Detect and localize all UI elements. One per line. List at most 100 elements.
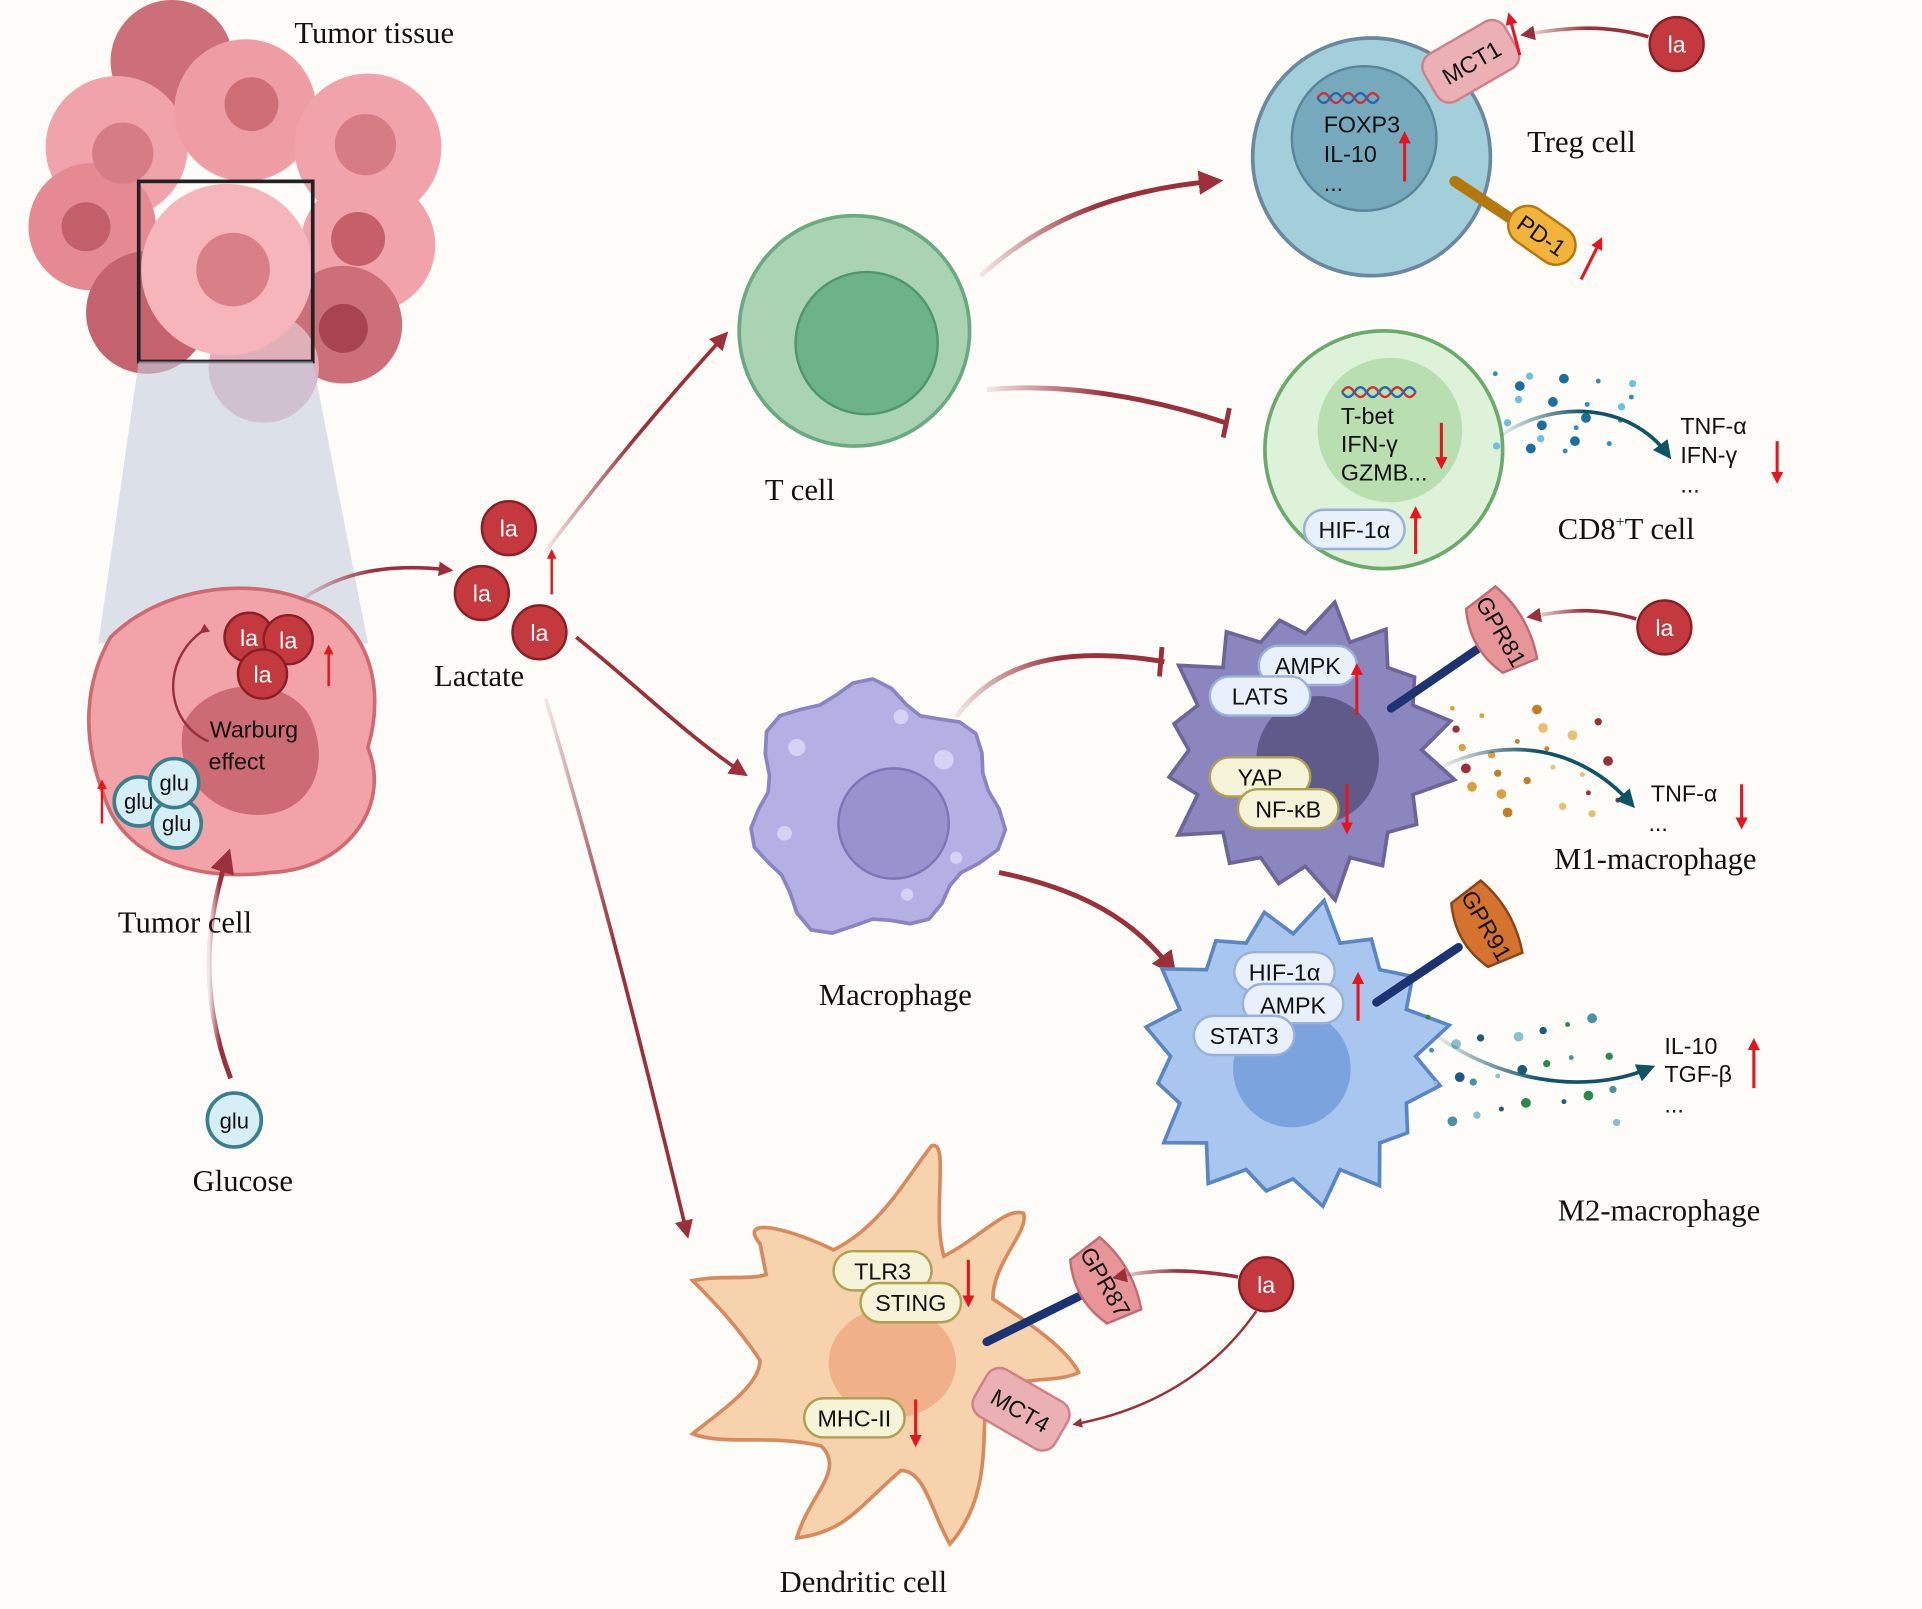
cytokine-tnfa: TNF-α <box>1680 413 1746 439</box>
cytokine-dot <box>1429 1047 1435 1053</box>
cytokine-dot <box>1579 772 1585 777</box>
cytokine-more: ... <box>1648 810 1667 836</box>
cytokine-dot <box>1628 379 1637 388</box>
zoom-projection <box>98 361 368 644</box>
cytokine-dot <box>1452 725 1460 733</box>
cytokine-dot <box>1594 718 1602 726</box>
glucose-molecule <box>205 1091 264 1149</box>
cytokine-dot <box>1514 738 1520 744</box>
tumor-tissue <box>28 0 442 644</box>
cytokine-dot <box>1562 448 1568 454</box>
lactate-molecule <box>1237 1256 1295 1313</box>
pill-nfkb <box>1236 787 1340 830</box>
cytokine-il10: IL-10 <box>1664 1033 1717 1059</box>
cytokine-dot <box>1473 1111 1481 1119</box>
cytokine-dot <box>1502 807 1513 818</box>
cytokine-dot <box>1425 1014 1431 1020</box>
cytokine-dot <box>1492 371 1498 377</box>
svg-text:YAP: YAP <box>1238 765 1283 791</box>
cytokine-dot <box>1513 1031 1524 1042</box>
m2-label: M2-macrophage <box>1558 1194 1760 1228</box>
cytokine-dot <box>1460 763 1471 774</box>
treg-label: Treg cell <box>1527 125 1636 159</box>
svg-text:HIF-1α: HIF-1α <box>1319 517 1391 543</box>
cytokine-dot <box>1561 1099 1567 1105</box>
cytokine-dot <box>1550 764 1556 770</box>
cytokine-dot <box>1584 401 1590 407</box>
cytokine-dot <box>1587 1013 1598 1024</box>
cytokine-dot <box>1494 769 1502 777</box>
svg-text:STING: STING <box>875 1290 946 1316</box>
gpr91-stalk <box>1372 942 1463 1007</box>
pill-sting <box>859 1281 963 1324</box>
cytokine-dot <box>1547 397 1558 407</box>
cytokine-dot <box>1454 1072 1465 1083</box>
m1-label: M1-macrophage <box>1554 842 1756 876</box>
cytokine-more: ... <box>1680 472 1699 498</box>
cytokine-dot <box>1605 1052 1613 1061</box>
svg-text:glu: glu <box>162 811 191 836</box>
svg-text:la: la <box>279 627 297 653</box>
secretion-arrow <box>1500 409 1672 460</box>
hif1a-pill <box>1302 508 1406 551</box>
pill-ampk <box>1241 982 1345 1025</box>
svg-text:la: la <box>1668 32 1686 58</box>
gene-gzmb: GZMB... <box>1341 459 1428 485</box>
cytokine-dot <box>1573 425 1579 431</box>
lactate-label: Lactate <box>434 659 524 693</box>
cytokine-tgfb: TGF-β <box>1664 1061 1732 1087</box>
inhibit-m1 <box>954 653 1165 719</box>
svg-text:HIF-1α: HIF-1α <box>1249 959 1321 985</box>
arrow-to-t-cell <box>544 331 729 553</box>
cytokine-dot <box>1492 442 1501 450</box>
tumor-tissue-label: Tumor tissue <box>294 16 454 50</box>
mct4-transporter: MCT4 <box>971 1366 1071 1452</box>
cytokine-dot <box>1609 1085 1617 1094</box>
inhibit-cd8 <box>986 385 1227 426</box>
secretion-arrow <box>1443 747 1635 809</box>
svg-text:AMPK: AMPK <box>1275 653 1341 679</box>
lactate-to-gpr81-arrow <box>1526 607 1637 623</box>
lactate-to-mct1-arrow <box>1520 25 1649 41</box>
gpr87-stalk <box>982 1292 1083 1347</box>
lactate-molecule <box>1648 15 1705 73</box>
lactate-pool: la la la <box>453 499 568 661</box>
svg-text:glu: glu <box>220 1109 249 1134</box>
cytokine-dot <box>1532 704 1542 715</box>
svg-text:la: la <box>240 625 258 651</box>
gpr87-receptor: GPR87 <box>1068 1235 1143 1325</box>
gene-tbet: T-bet <box>1341 403 1395 429</box>
secretion-arrow <box>1435 1034 1656 1084</box>
gpr81-receptor: GPR81 <box>1464 584 1539 675</box>
svg-text:NF-κB: NF-κB <box>1255 796 1321 822</box>
cytokine-dot <box>1536 435 1545 443</box>
cytokine-dot <box>1536 420 1547 431</box>
cytokine-dot <box>1617 403 1626 411</box>
arrow-to-macrophage <box>575 635 748 777</box>
warburg-cycle-arrow <box>171 623 211 743</box>
cytokine-ifng: IFN-γ <box>1680 442 1737 468</box>
cytokine-dot <box>1495 1073 1501 1079</box>
cytokine-dot <box>1559 373 1569 384</box>
up-arrow-icon <box>1579 237 1603 281</box>
cytokine-dot <box>1514 381 1525 391</box>
glucose-uptake-arrow <box>206 848 234 1080</box>
dna-icon <box>1316 91 1380 105</box>
cytokine-dot <box>1498 1106 1504 1112</box>
cytokine-dot <box>1588 810 1596 818</box>
cytokine-dot <box>1521 1097 1531 1108</box>
gene-more: ... <box>1324 170 1343 196</box>
cytokine-dot <box>1458 743 1466 752</box>
cytokine-dot <box>1570 436 1580 447</box>
pill-lats <box>1208 675 1312 717</box>
cytokine-dot <box>1568 1055 1574 1061</box>
svg-text:TLR3: TLR3 <box>854 1258 911 1284</box>
lactate-molecule <box>1636 599 1693 656</box>
svg-text:la: la <box>530 620 548 646</box>
arrow-to-dendritic <box>543 697 693 1239</box>
cytokine-dot <box>1567 730 1578 741</box>
cytokine-dot <box>1585 790 1591 796</box>
arrow-to-m2 <box>998 870 1177 976</box>
svg-text:glu: glu <box>160 770 189 795</box>
